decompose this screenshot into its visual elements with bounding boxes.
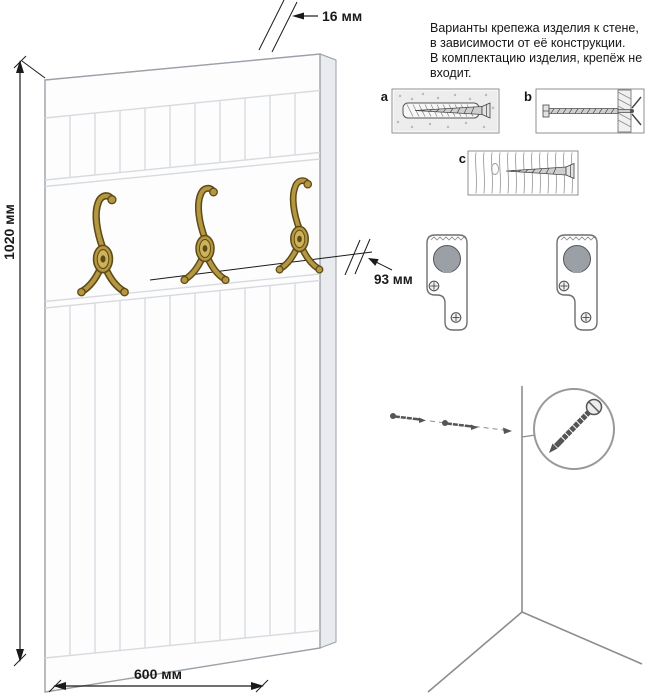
screw-detail-magnifier — [521, 388, 615, 470]
mounting-note: Варианты крепежа изделия к стене, в зави… — [430, 21, 642, 80]
fastener-option-a: a — [381, 88, 500, 134]
fastener-option-c: c — [459, 150, 579, 196]
option-c-label: c — [459, 151, 466, 166]
hook-offset-label: 93 мм — [374, 272, 413, 287]
dimension-height: 1020 мм — [1, 55, 46, 667]
panel-front-face — [44, 53, 321, 693]
dimension-width: 600 мм — [48, 666, 269, 693]
dimension-thickness: 16 мм — [258, 0, 362, 53]
dimension-hook-offset: 93 мм — [344, 238, 413, 287]
thickness-label: 16 мм — [322, 8, 362, 24]
keyhole-bracket-2 — [556, 234, 598, 331]
prong-ball-right — [120, 287, 129, 297]
coat-hook-2 — [180, 184, 230, 285]
prong-ball-left — [77, 287, 86, 297]
hanger-panel — [44, 53, 337, 693]
flying-screw-2 — [442, 420, 478, 430]
plank-grooves-top — [69, 93, 296, 178]
toggle-screw — [542, 96, 642, 126]
bracket-screw-top — [428, 280, 440, 292]
height-label: 1020 мм — [1, 204, 17, 260]
hook-offset-arrowhead — [368, 258, 379, 266]
plank-grooves-bottom — [69, 283, 296, 656]
wood-screw — [505, 162, 575, 180]
bracket-teeth — [430, 236, 468, 241]
option-b-label: b — [524, 89, 532, 104]
bracket-screw-bottom — [450, 312, 462, 323]
note-line-2: в зависимости от её конструкции. — [430, 36, 625, 50]
note-line-3: В комплектацию изделия, крепёж не — [430, 51, 642, 65]
panel-rails — [44, 89, 321, 659]
floor-line-right — [521, 611, 643, 665]
coat-hook-3 — [275, 177, 324, 274]
magnifier-leader — [521, 434, 535, 438]
panel-side-face — [319, 53, 337, 649]
option-a-label: a — [381, 89, 389, 104]
coat-hook-1 — [77, 192, 129, 297]
fastener-option-b: b — [524, 88, 645, 134]
note-line-4: входит. — [430, 66, 472, 80]
magnified-screw — [549, 398, 603, 453]
wall-corner-sketch — [390, 386, 643, 693]
note-line-1: Варианты крепежа изделия к стене, — [430, 21, 639, 35]
thickness-arrowhead — [292, 12, 304, 20]
keyhole-bracket-1 — [426, 234, 468, 331]
hook-tip-ball — [107, 195, 117, 205]
option-a-screw — [414, 102, 491, 119]
width-label: 600 мм — [134, 666, 182, 682]
floor-line-left — [427, 611, 523, 693]
